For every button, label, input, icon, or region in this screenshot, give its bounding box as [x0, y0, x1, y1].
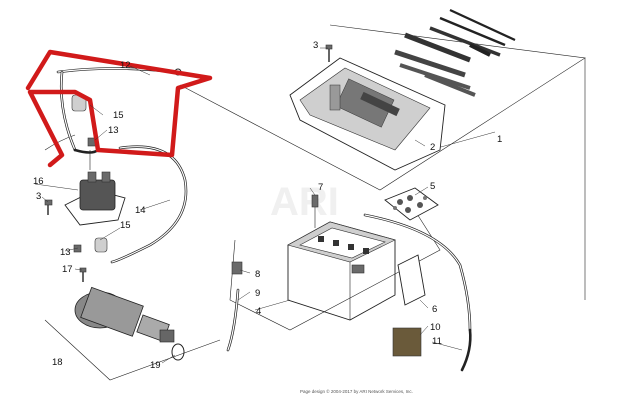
battery-bracket	[229, 194, 441, 331]
boot-8	[231, 261, 243, 275]
callout-10: 10	[430, 322, 441, 333]
callout-15-bottom: 15	[120, 220, 131, 231]
group-outline-1	[179, 24, 586, 300]
callout-17: 17	[62, 264, 73, 275]
callout-18: 18	[52, 357, 63, 368]
callout-3-top: 3	[313, 40, 318, 51]
solenoid	[44, 134, 126, 226]
tool-kit	[394, 9, 516, 97]
callout-16: 16	[33, 176, 44, 187]
callout-7: 7	[318, 182, 323, 193]
callout-8: 8	[255, 269, 260, 280]
callout-13-bottom: 13	[60, 247, 71, 258]
callout-14: 14	[135, 205, 146, 216]
callout-1: 1	[497, 134, 502, 145]
bolts	[44, 199, 87, 282]
callout-6: 6	[432, 304, 437, 315]
callout-13-top: 13	[108, 125, 119, 136]
pad-10	[392, 327, 422, 357]
leader-lines	[34, 47, 463, 364]
callout-11: 11	[432, 336, 442, 347]
watermark-text: ARI	[270, 180, 339, 224]
callout-4: 4	[256, 306, 261, 317]
hardware-kit	[384, 187, 439, 221]
boot-15-lower	[94, 237, 108, 253]
callout-15-top: 15	[113, 110, 124, 121]
screw-3-top	[325, 44, 333, 62]
callout-2: 2	[430, 142, 435, 153]
starter-motor	[44, 286, 221, 381]
footer-copyright: Page design © 2004-2017 by ARI Network S…	[300, 389, 413, 394]
battery	[287, 221, 396, 321]
pad-6	[397, 254, 426, 306]
callout-9: 9	[255, 288, 260, 299]
callout-12: 12	[120, 60, 131, 71]
red-highlight-outline	[25, 49, 213, 168]
battery-cables	[110, 145, 472, 372]
tool-tray	[289, 57, 446, 171]
callout-5: 5	[430, 181, 435, 192]
callout-19: 19	[150, 360, 161, 371]
callouts: 1 2 3 3 4 5 6 7 8 9 10 11 12 13 13 14 15…	[33, 40, 502, 371]
callout-3-left: 3	[36, 191, 41, 202]
